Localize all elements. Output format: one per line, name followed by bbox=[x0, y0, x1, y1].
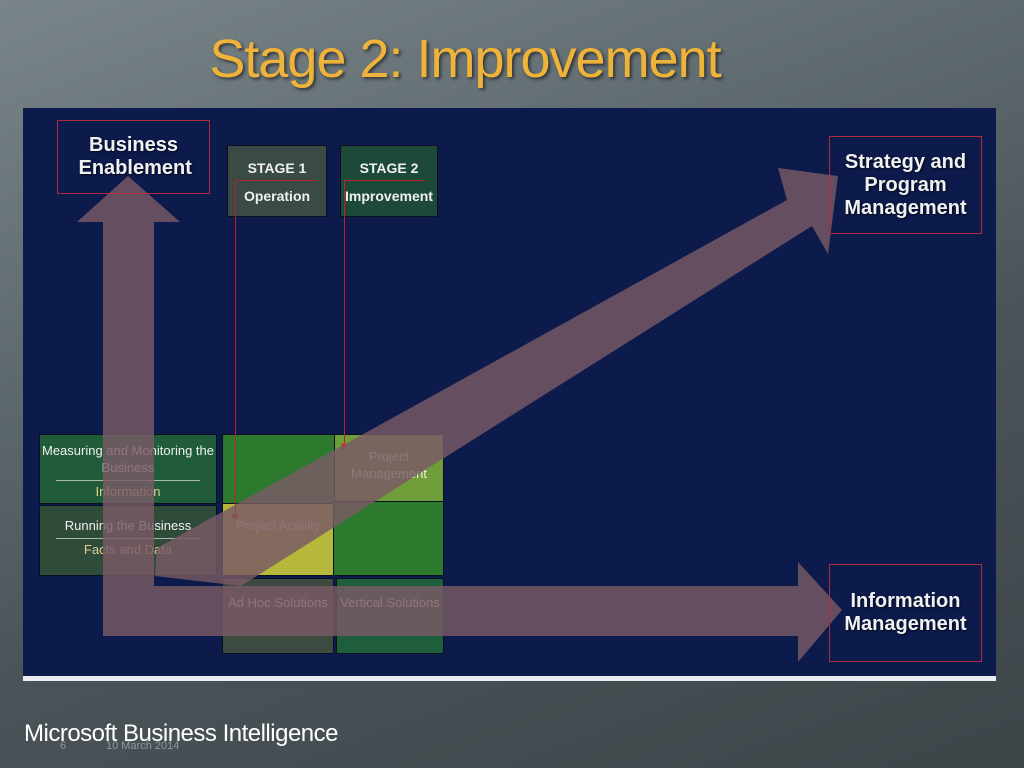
cell-running-business: Running the Business Facts and Data bbox=[39, 505, 217, 576]
footer-date: 10 March 2014 bbox=[106, 740, 180, 752]
cell-divider bbox=[56, 537, 200, 539]
cell-facts-label: Facts and Data bbox=[83, 541, 173, 557]
panel-divider bbox=[23, 676, 996, 681]
cell-ad-hoc: Ad Hoc Solutions bbox=[222, 578, 334, 654]
cell-vertical-label: Vertical Solutions bbox=[340, 595, 440, 610]
stage-2-dot bbox=[341, 443, 347, 449]
slide-title: Stage 2: Improvement bbox=[209, 29, 721, 89]
cell-vertical: Vertical Solutions bbox=[336, 578, 444, 654]
stage-2-box: STAGE 2 Improvement bbox=[340, 145, 438, 217]
stage-1-dot bbox=[232, 513, 238, 519]
label-strategy-program-management: Strategy and Program Management bbox=[829, 136, 982, 234]
cell-project-activity-label: Project Activity bbox=[235, 518, 321, 533]
stage-2-connector-top bbox=[344, 180, 424, 181]
cell-project-management-label: Project Management bbox=[351, 449, 427, 481]
stage-1-box: STAGE 1 Operation bbox=[227, 145, 327, 217]
cell-project-activity: Project Activity bbox=[222, 503, 334, 576]
footer-page-number: 6 bbox=[60, 740, 67, 752]
stage-1-connector-top bbox=[235, 180, 317, 181]
cell-divider bbox=[56, 479, 200, 481]
stage-2-label: STAGE 2 bbox=[359, 160, 419, 176]
label-business-enablement: Business Enablement bbox=[57, 120, 210, 194]
cell-running-label: Running the Business bbox=[64, 518, 192, 533]
cell-project-management-highlight: Project Management bbox=[334, 434, 444, 502]
cell-measuring-monitoring: Measuring and Monitoring the Business In… bbox=[39, 434, 217, 504]
stage-1-sub: Operation bbox=[243, 188, 311, 204]
cell-measuring-label: Measuring and Monitoring the Business bbox=[42, 443, 214, 475]
stage-1-connector bbox=[235, 180, 236, 516]
stage-2-sub: Improvement bbox=[345, 188, 433, 204]
footer-brand: Microsoft Business Intelligence bbox=[24, 720, 338, 747]
stage-2-connector bbox=[344, 180, 345, 446]
label-information-management: Information Management bbox=[829, 564, 982, 662]
cell-information-label: Information bbox=[95, 483, 161, 499]
stage-1-label: STAGE 1 bbox=[247, 160, 307, 176]
cell-ad-hoc-label: Ad Hoc Solutions bbox=[228, 595, 328, 610]
